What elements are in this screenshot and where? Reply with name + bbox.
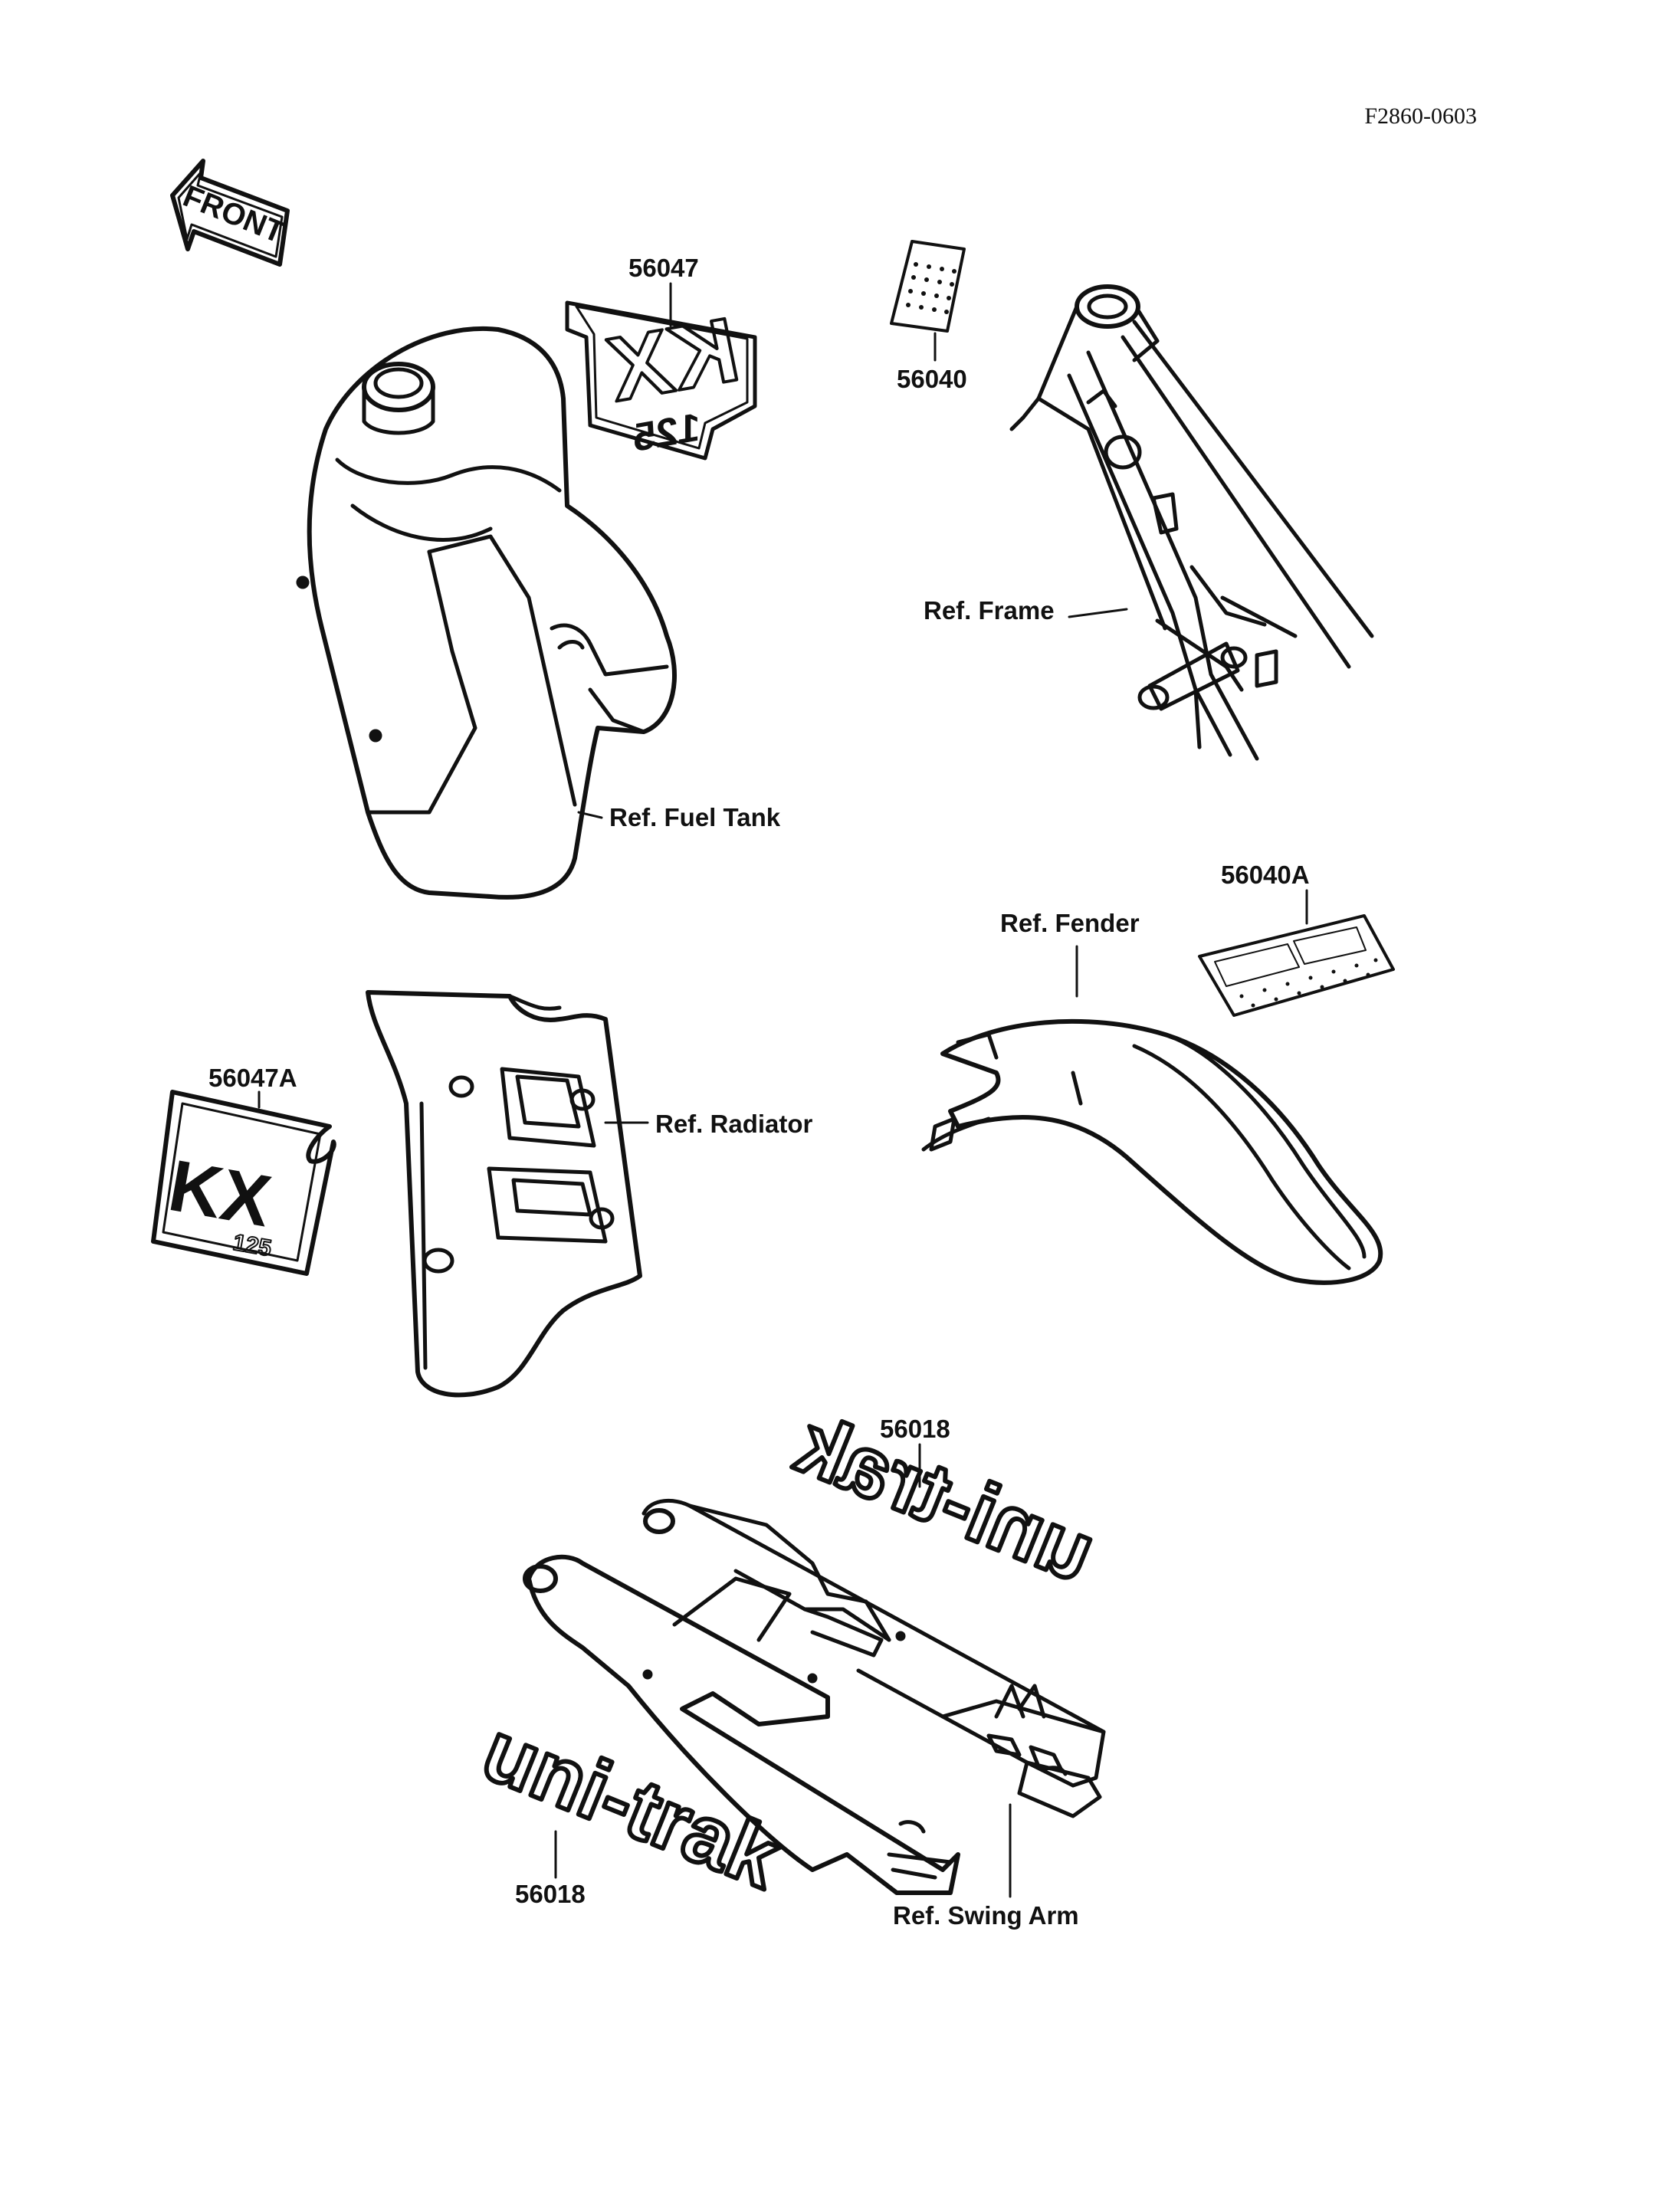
shroud-decal-56047A: KX 125 [151, 1090, 336, 1276]
callout-56018-lower: 56018 [515, 1880, 586, 1908]
radiator-shroud-illustration [366, 990, 642, 1398]
shroud-decal-text: KX [163, 1145, 277, 1242]
tank-decal-56047: KX 125 [565, 295, 757, 461]
frame-illustration [1009, 284, 1374, 761]
callout-56047: 56047 [628, 254, 699, 282]
callout-56018-upper: 56018 [880, 1415, 950, 1443]
shroud-decal-sub: 125 [231, 1230, 274, 1261]
callout-56047A: 56047A [208, 1064, 297, 1092]
leader-lines [258, 282, 1308, 1898]
ref-swing-arm-label: Ref. Swing Arm [893, 1901, 1079, 1930]
front-arrow-icon: FRONT [170, 159, 290, 267]
document-id: F2860-0603 [1364, 103, 1477, 129]
swingarm-decal-lower-56018: uni-trak [468, 1701, 796, 1909]
fender-decal-56040A [1198, 914, 1395, 1017]
callout-56040: 56040 [897, 365, 967, 393]
swingarm-decal-lower-text: uni-trak [471, 1703, 793, 1907]
ref-fuel-tank-label: Ref. Fuel Tank [609, 803, 781, 831]
ref-fender-label: Ref. Fender [1000, 909, 1140, 937]
tank-decal-text: KX [605, 297, 738, 422]
fender-illustration [921, 1018, 1383, 1285]
frame-decal-56040 [890, 240, 966, 333]
ref-radiator-label: Ref. Radiator [655, 1110, 813, 1138]
fuel-tank-illustration [296, 326, 677, 900]
callout-56040A: 56040A [1221, 861, 1310, 889]
swing-arm-illustration [523, 1498, 1106, 1895]
ref-frame-label: Ref. Frame [924, 596, 1055, 625]
